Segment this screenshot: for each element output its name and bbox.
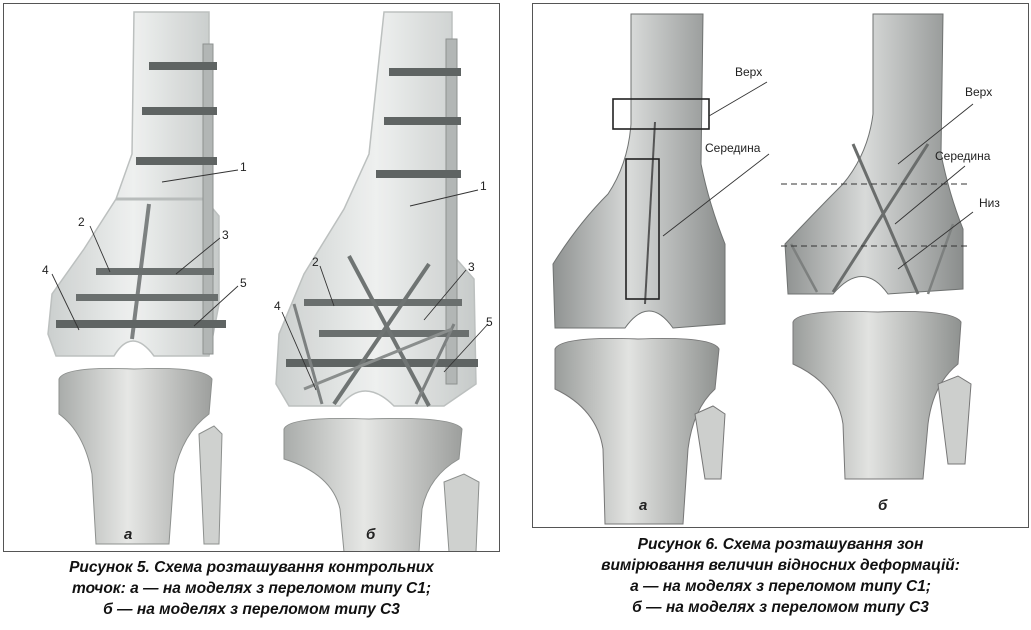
femur-model-a: [47, 11, 226, 357]
fig5b-point-3-label: 3: [468, 260, 475, 274]
zone-middle-box: [625, 158, 660, 300]
fig6-subpanel-b-label: б: [878, 497, 888, 514]
fig5b-point-1-label: 1: [480, 179, 487, 193]
figure-6-caption-line: а — на моделях з переломом типу С1;: [630, 578, 931, 595]
tibia-model-a: [554, 337, 726, 525]
tibia-model-a: [58, 367, 223, 545]
figure-5-caption-line: Рисунок 5. Схема розташування контрольни…: [69, 559, 434, 576]
figure-6-caption-line: Рисунок 6. Схема розташування зон: [637, 536, 924, 553]
figure-6-caption-line: б — на моделях з переломом типу С3: [632, 599, 929, 616]
fig5b-point-4-label: 4: [274, 299, 281, 313]
figure-6-caption: Рисунок 6. Схема розташування зон вимірю…: [532, 534, 1029, 618]
fig6b-zone-top-label: Верх: [965, 85, 992, 99]
leader-lines: [51, 169, 489, 391]
figure-5-caption-line: б — на моделях з переломом типу С3: [103, 601, 400, 618]
zone-top-box: [612, 98, 710, 130]
fig5a-point-3-label: 3: [222, 228, 229, 242]
fig6-subpanel-a-label: а: [639, 497, 647, 514]
figure-6-panel: Верх Середина Верх Середина Низ а б: [532, 3, 1029, 528]
fig6b-zone-middle-label: Середина: [935, 149, 991, 163]
fig6b-zone-bottom-label: Низ: [979, 196, 1000, 210]
fig6a-zone-top-label: Верх: [735, 65, 762, 79]
figure-5-panel: 1 2 3 4 5 1 2 3 4 5 а б: [3, 3, 500, 552]
fig5b-point-5-label: 5: [486, 315, 493, 329]
tibia-model-b: [792, 310, 972, 480]
fig5a-point-5-label: 5: [240, 276, 247, 290]
figure-5-caption-line: точок: а — на моделях з переломом типу С…: [72, 580, 431, 597]
femur-model-b: [781, 13, 971, 295]
fig5a-point-4-label: 4: [42, 263, 49, 277]
fig5a-point-1-label: 1: [240, 160, 247, 174]
fig5-subpanel-b-label: б: [366, 526, 376, 543]
figure-5-caption: Рисунок 5. Схема розташування контрольни…: [3, 557, 500, 620]
figure-6-illustration: Верх Середина Верх Середина Низ а б: [552, 13, 1000, 525]
fig5b-point-2-label: 2: [312, 255, 319, 269]
tibia-model-b: [283, 417, 480, 551]
femur-model-a: [552, 13, 726, 329]
figure-6-caption-line: вимірювання величин відносних деформацій…: [601, 557, 960, 574]
figure-5-illustration: 1 2 3 4 5 1 2 3 4 5 а б: [42, 11, 493, 551]
zone-leader-lines: [662, 81, 974, 270]
fig5a-point-2-label: 2: [78, 215, 85, 229]
fig5-subpanel-a-label: а: [124, 526, 132, 543]
fig6a-zone-middle-label: Середина: [705, 141, 761, 155]
femur-model-b: [275, 11, 478, 407]
